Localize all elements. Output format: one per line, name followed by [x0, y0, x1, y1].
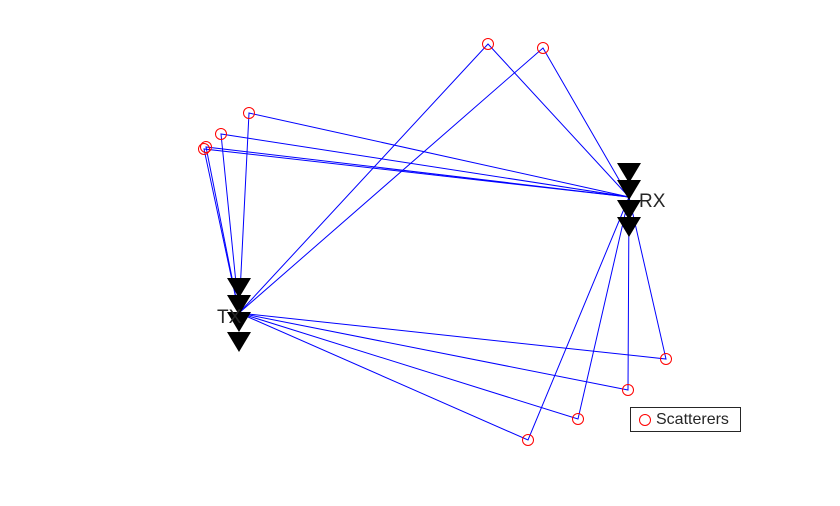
scatterer-point: [482, 38, 494, 50]
scatterer-point: [622, 384, 634, 396]
tx-antenna-marker-triangle-icon: [227, 332, 251, 352]
scatterer-point: [215, 128, 227, 140]
tx-label: TX: [217, 307, 242, 328]
rx-antenna-marker-triangle-icon: [617, 163, 641, 183]
propagation-path: [238, 43, 630, 314]
propagation-path: [238, 112, 630, 314]
rx-label: RX: [639, 191, 666, 212]
legend-marker-circle-icon: [639, 413, 651, 426]
propagation-path: [205, 146, 630, 314]
propagation-path: [238, 196, 667, 360]
scatterer-point: [522, 434, 534, 446]
scatterer-point: [537, 42, 549, 54]
tx-antenna-marker-triangle-icon: [227, 312, 251, 332]
propagation-path: [238, 196, 630, 441]
scatterer-point: [243, 107, 255, 119]
propagation-path: [238, 196, 630, 420]
rx-antenna-marker-triangle-icon: [617, 180, 641, 200]
propagation-path: [203, 148, 630, 314]
scatterer-point: [200, 141, 212, 153]
tx-antenna-marker-triangle-icon: [227, 278, 251, 298]
scatterer-point: [198, 143, 210, 155]
propagation-path: [220, 133, 630, 314]
tx-antenna-marker-triangle-icon: [227, 295, 251, 315]
legend-label: Scatterers: [656, 410, 729, 428]
scatterer-point: [572, 413, 584, 425]
legend: Scatterers: [630, 407, 741, 432]
scatterer-point: [660, 353, 672, 365]
rx-antenna-marker-triangle-icon: [617, 200, 641, 220]
propagation-path: [238, 47, 630, 314]
propagation-path: [238, 196, 630, 391]
rx-antenna-marker-triangle-icon: [617, 217, 641, 237]
